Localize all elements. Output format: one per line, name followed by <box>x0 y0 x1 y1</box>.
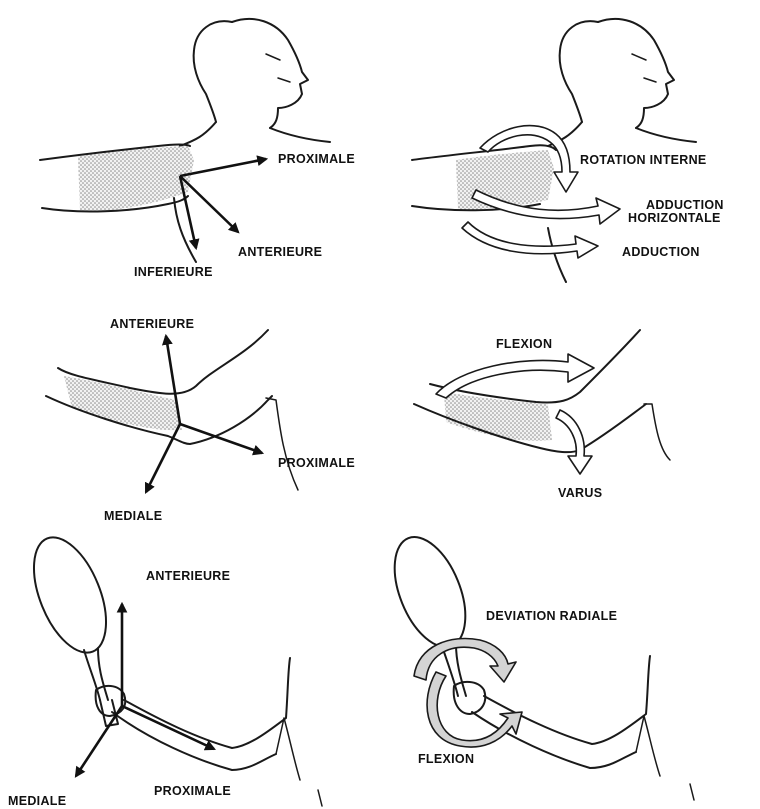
panel-elbow-axes: ANTERIEURE PROXIMALE MEDIALE <box>46 317 355 523</box>
label-inferieure: INFERIEURE <box>134 265 213 279</box>
panel-shoulder-axes: PROXIMALE ANTERIEURE INFERIEURE <box>40 19 355 279</box>
medial-axis-arrow <box>76 706 122 776</box>
label-deviation-radiale: DEVIATION RADIALE <box>486 609 617 623</box>
racket-illustration <box>380 527 479 696</box>
label-flexion: FLEXION <box>418 752 474 766</box>
anterior-axis-arrow <box>180 176 238 232</box>
label-mediale: MEDIALE <box>8 794 66 808</box>
panel-wrist-axes: ANTERIEURE PROXIMALE MEDIALE <box>8 527 322 808</box>
radial-deviation-arrow <box>414 639 516 683</box>
label-anterieure: ANTERIEURE <box>238 245 322 259</box>
label-proximale: PROXIMALE <box>278 152 355 166</box>
axis-vectors <box>180 159 266 248</box>
varus-arrow <box>556 410 592 474</box>
adduction-arrow <box>462 222 598 258</box>
label-anterieure: ANTERIEURE <box>110 317 194 331</box>
label-adduction-horizontale-line1: ADDUCTION <box>646 198 724 212</box>
panel-shoulder-movements: ROTATION INTERNE ADDUCTION HORIZONTALE A… <box>412 19 724 282</box>
label-proximale: PROXIMALE <box>154 784 231 798</box>
label-anterieure: ANTERIEURE <box>146 569 230 583</box>
label-proximale: PROXIMALE <box>278 456 355 470</box>
label-adduction: ADDUCTION <box>622 245 700 259</box>
upper-arm <box>40 145 194 213</box>
arm-illustration <box>46 330 298 490</box>
racket-illustration <box>19 527 120 726</box>
panel-elbow-movements: FLEXION VARUS <box>414 330 670 500</box>
movement-arrows <box>414 639 522 748</box>
label-mediale: MEDIALE <box>104 509 162 523</box>
label-rotation-interne: ROTATION INTERNE <box>580 153 707 167</box>
arm-illustration <box>454 656 694 800</box>
label-adduction-horizontale-line2: HORIZONTALE <box>628 211 721 225</box>
torso-illustration <box>548 19 696 282</box>
proximal-axis-arrow <box>180 424 262 453</box>
torso-illustration <box>174 19 330 262</box>
panel-wrist-movements: DEVIATION RADIALE FLEXION <box>380 527 694 800</box>
label-flexion: FLEXION <box>496 337 552 351</box>
label-varus: VARUS <box>558 486 602 500</box>
